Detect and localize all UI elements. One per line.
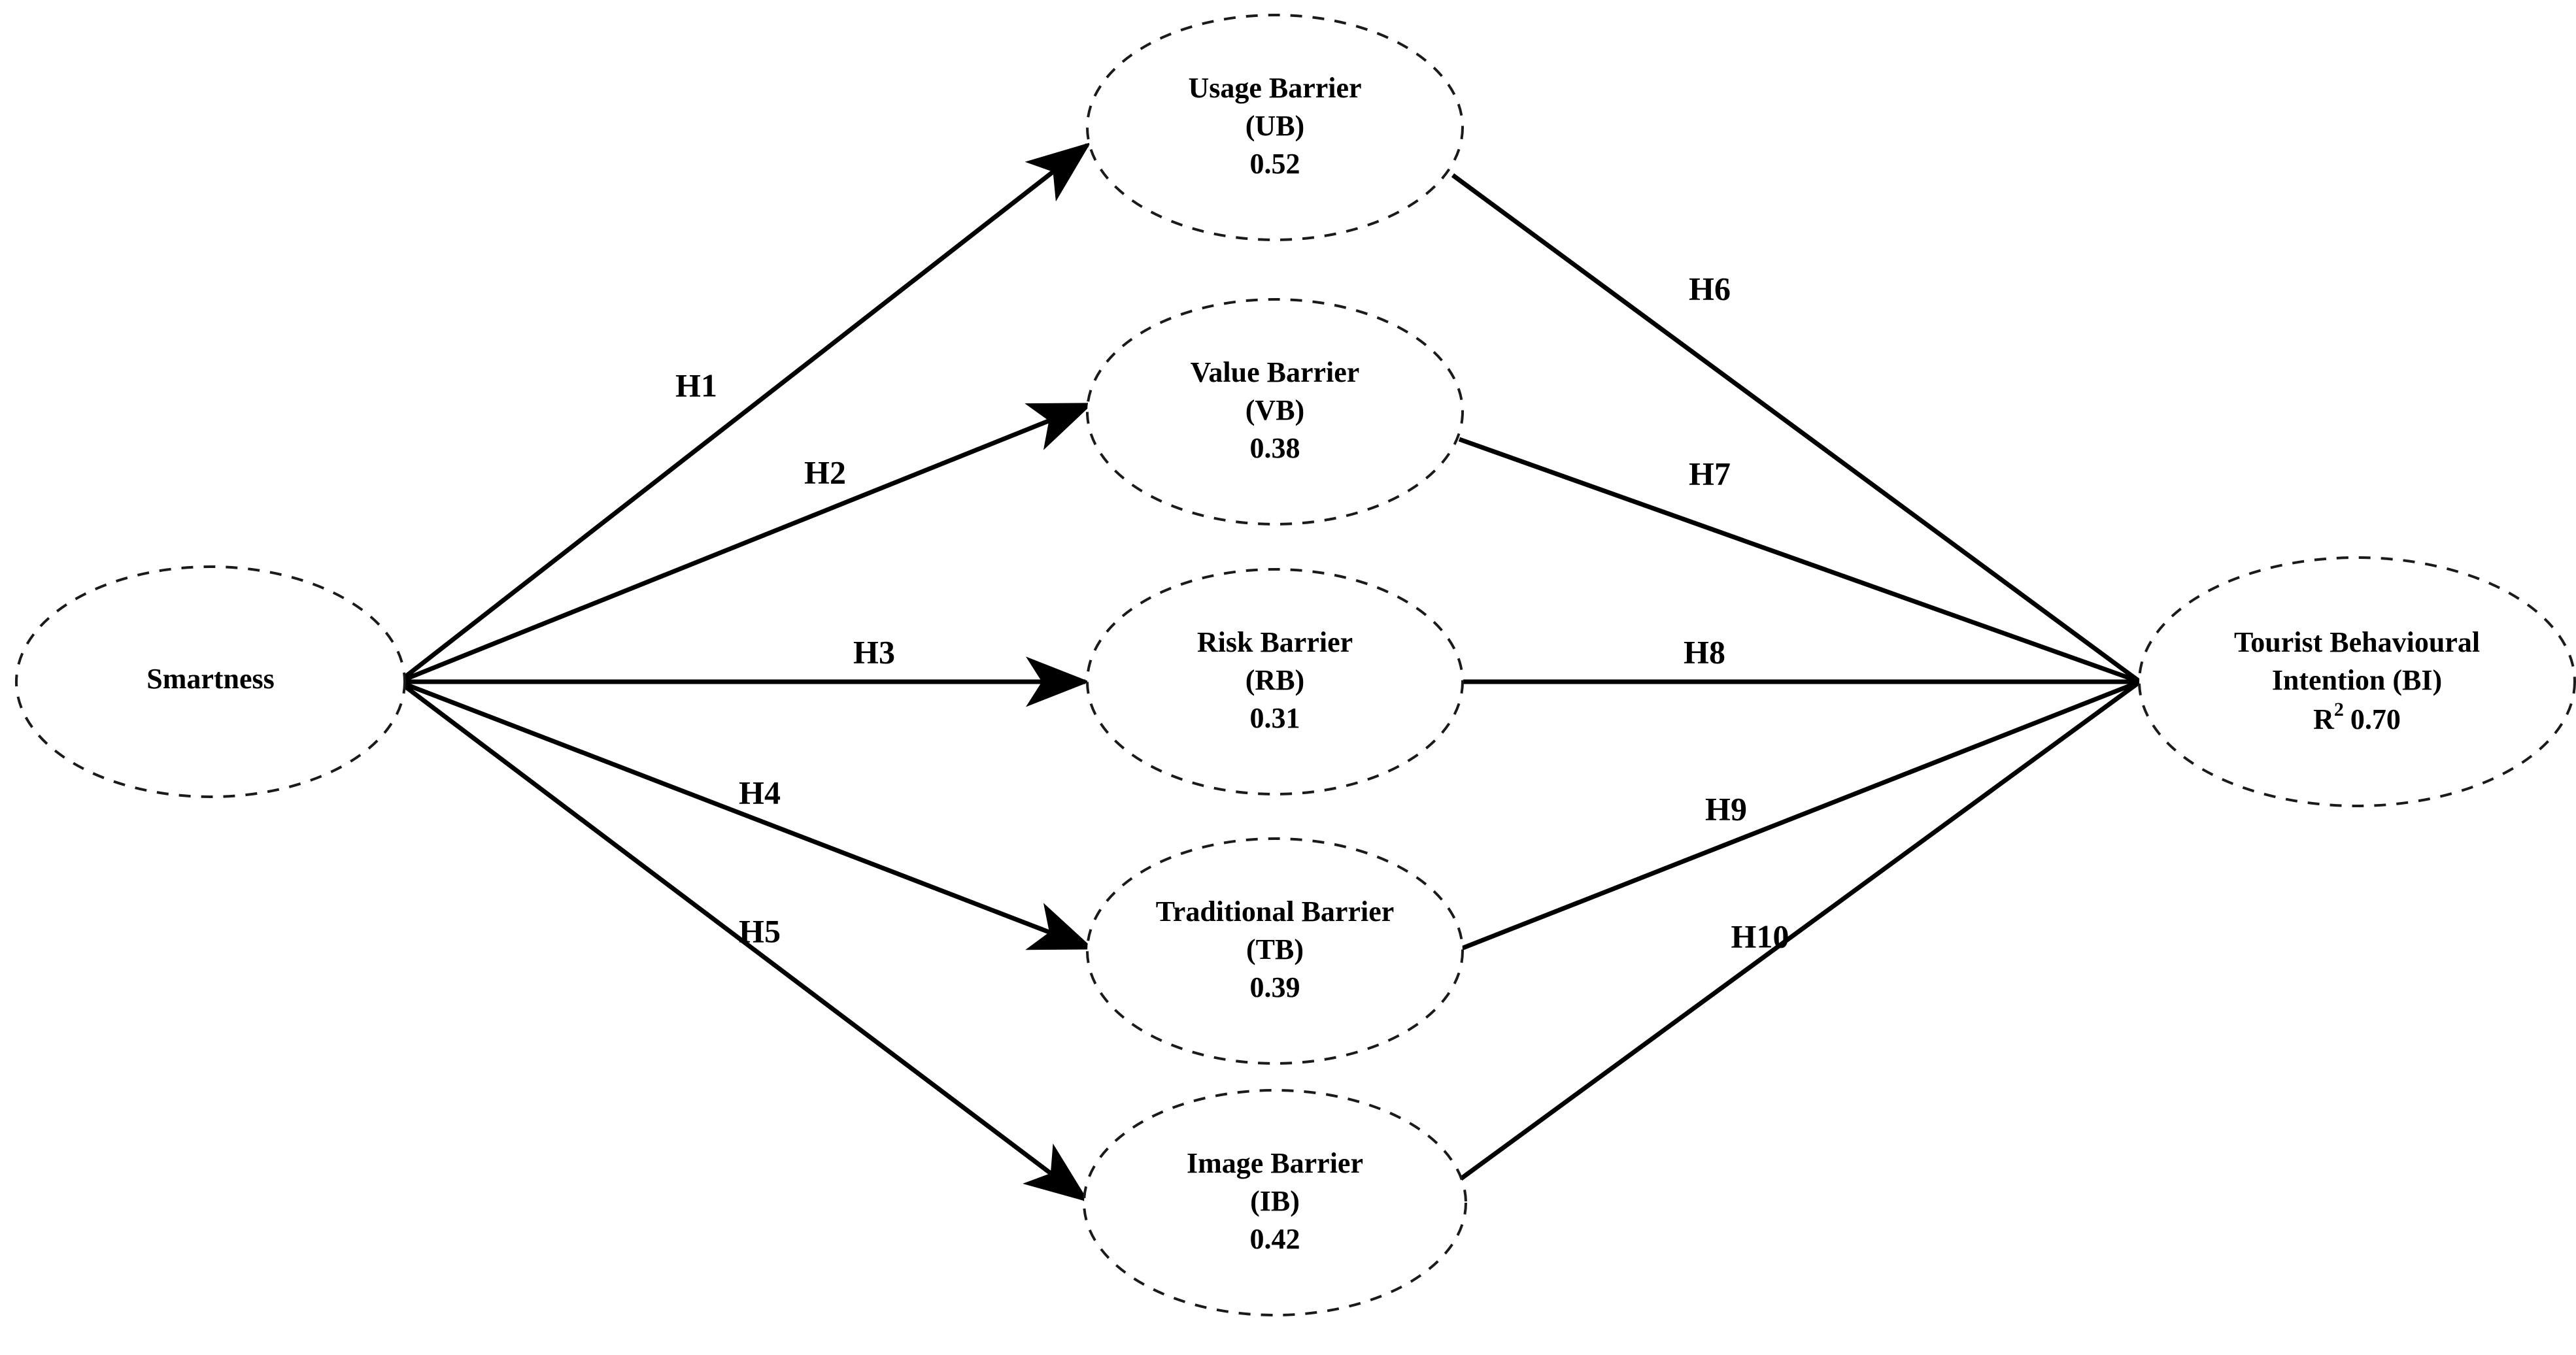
node-traditional-barrier-abbr: (TB)	[1246, 933, 1304, 965]
edge-label-h1: H1	[675, 367, 717, 403]
node-usage-barrier-value: 0.52	[1250, 148, 1300, 180]
node-behavioural-intention-title: Tourist Behavioural	[2234, 626, 2480, 658]
node-risk-barrier-ellipse	[1086, 568, 1464, 795]
edge-h2[interactable]	[398, 402, 1094, 684]
edge-h1[interactable]	[397, 142, 1091, 684]
node-usage-barrier-ellipse	[1086, 14, 1464, 241]
node-behavioural-intention-ellipse	[2138, 556, 2576, 807]
edge-label-h5: H5	[739, 912, 781, 949]
node-risk-barrier[interactable]: Risk Barrier (RB) 0.31	[1086, 568, 1464, 795]
edge-label-h2: H2	[804, 454, 846, 490]
edge-label-h3: H3	[853, 633, 895, 670]
edge-h9[interactable]	[1459, 679, 2141, 952]
node-usage-barrier-title: Usage Barrier	[1188, 72, 1361, 104]
edge-label-h4: H4	[739, 774, 781, 811]
node-value-barrier-ellipse	[1086, 298, 1464, 526]
edge-h7[interactable]	[1458, 437, 2141, 684]
r2-symbol: R	[2313, 703, 2335, 735]
edge-label-h6: H6	[1689, 270, 1731, 307]
r2-exponent: 2	[2334, 699, 2344, 720]
node-value-barrier-value: 0.38	[1250, 432, 1300, 464]
edge-label-h10: H10	[1731, 918, 1789, 954]
edge-h6[interactable]	[1451, 173, 2142, 684]
edge-h5[interactable]	[397, 680, 1089, 1203]
node-image-barrier-title: Image Barrier	[1187, 1147, 1363, 1179]
node-traditional-barrier[interactable]: Traditional Barrier (TB) 0.39	[1086, 837, 1464, 1065]
node-behavioural-intention-subtitle: Intention (BI)	[2272, 664, 2442, 696]
node-smartness[interactable]: Smartness	[15, 565, 406, 798]
node-risk-barrier-title: Risk Barrier	[1197, 626, 1353, 658]
node-risk-barrier-abbr: (RB)	[1246, 664, 1304, 696]
node-image-barrier[interactable]: Image Barrier (IB) 0.42	[1083, 1089, 1467, 1316]
edge-label-h7: H7	[1689, 455, 1731, 492]
node-traditional-barrier-title: Traditional Barrier	[1156, 895, 1395, 928]
node-behavioural-intention-r2: R2 0.70	[2313, 699, 2401, 735]
edge-h10[interactable]	[1455, 680, 2142, 1184]
node-smartness-ellipse	[15, 565, 406, 798]
edge-label-h8: H8	[1684, 633, 1725, 670]
node-image-barrier-ellipse	[1083, 1089, 1467, 1316]
node-value-barrier-title: Value Barrier	[1191, 356, 1360, 388]
node-image-barrier-abbr: (IB)	[1250, 1185, 1300, 1217]
node-traditional-barrier-value: 0.39	[1250, 971, 1300, 1003]
node-behavioural-intention[interactable]: Tourist Behavioural Intention (BI) R2 0.7…	[2138, 556, 2576, 807]
node-value-barrier-abbr: (VB)	[1246, 394, 1304, 426]
edge-label-h9: H9	[1705, 790, 1747, 827]
node-usage-barrier-abbr: (UB)	[1246, 110, 1304, 142]
node-value-barrier[interactable]: Value Barrier (VB) 0.38	[1086, 298, 1464, 526]
node-risk-barrier-value: 0.31	[1250, 702, 1300, 734]
edges-layer	[397, 142, 2142, 1203]
node-smartness-label: Smartness	[146, 663, 275, 695]
node-traditional-barrier-ellipse	[1086, 837, 1464, 1065]
edge-h4[interactable]	[398, 679, 1094, 950]
node-usage-barrier[interactable]: Usage Barrier (UB) 0.52	[1086, 14, 1464, 241]
r2-value: 0.70	[2350, 703, 2401, 735]
node-image-barrier-value: 0.42	[1250, 1223, 1300, 1255]
